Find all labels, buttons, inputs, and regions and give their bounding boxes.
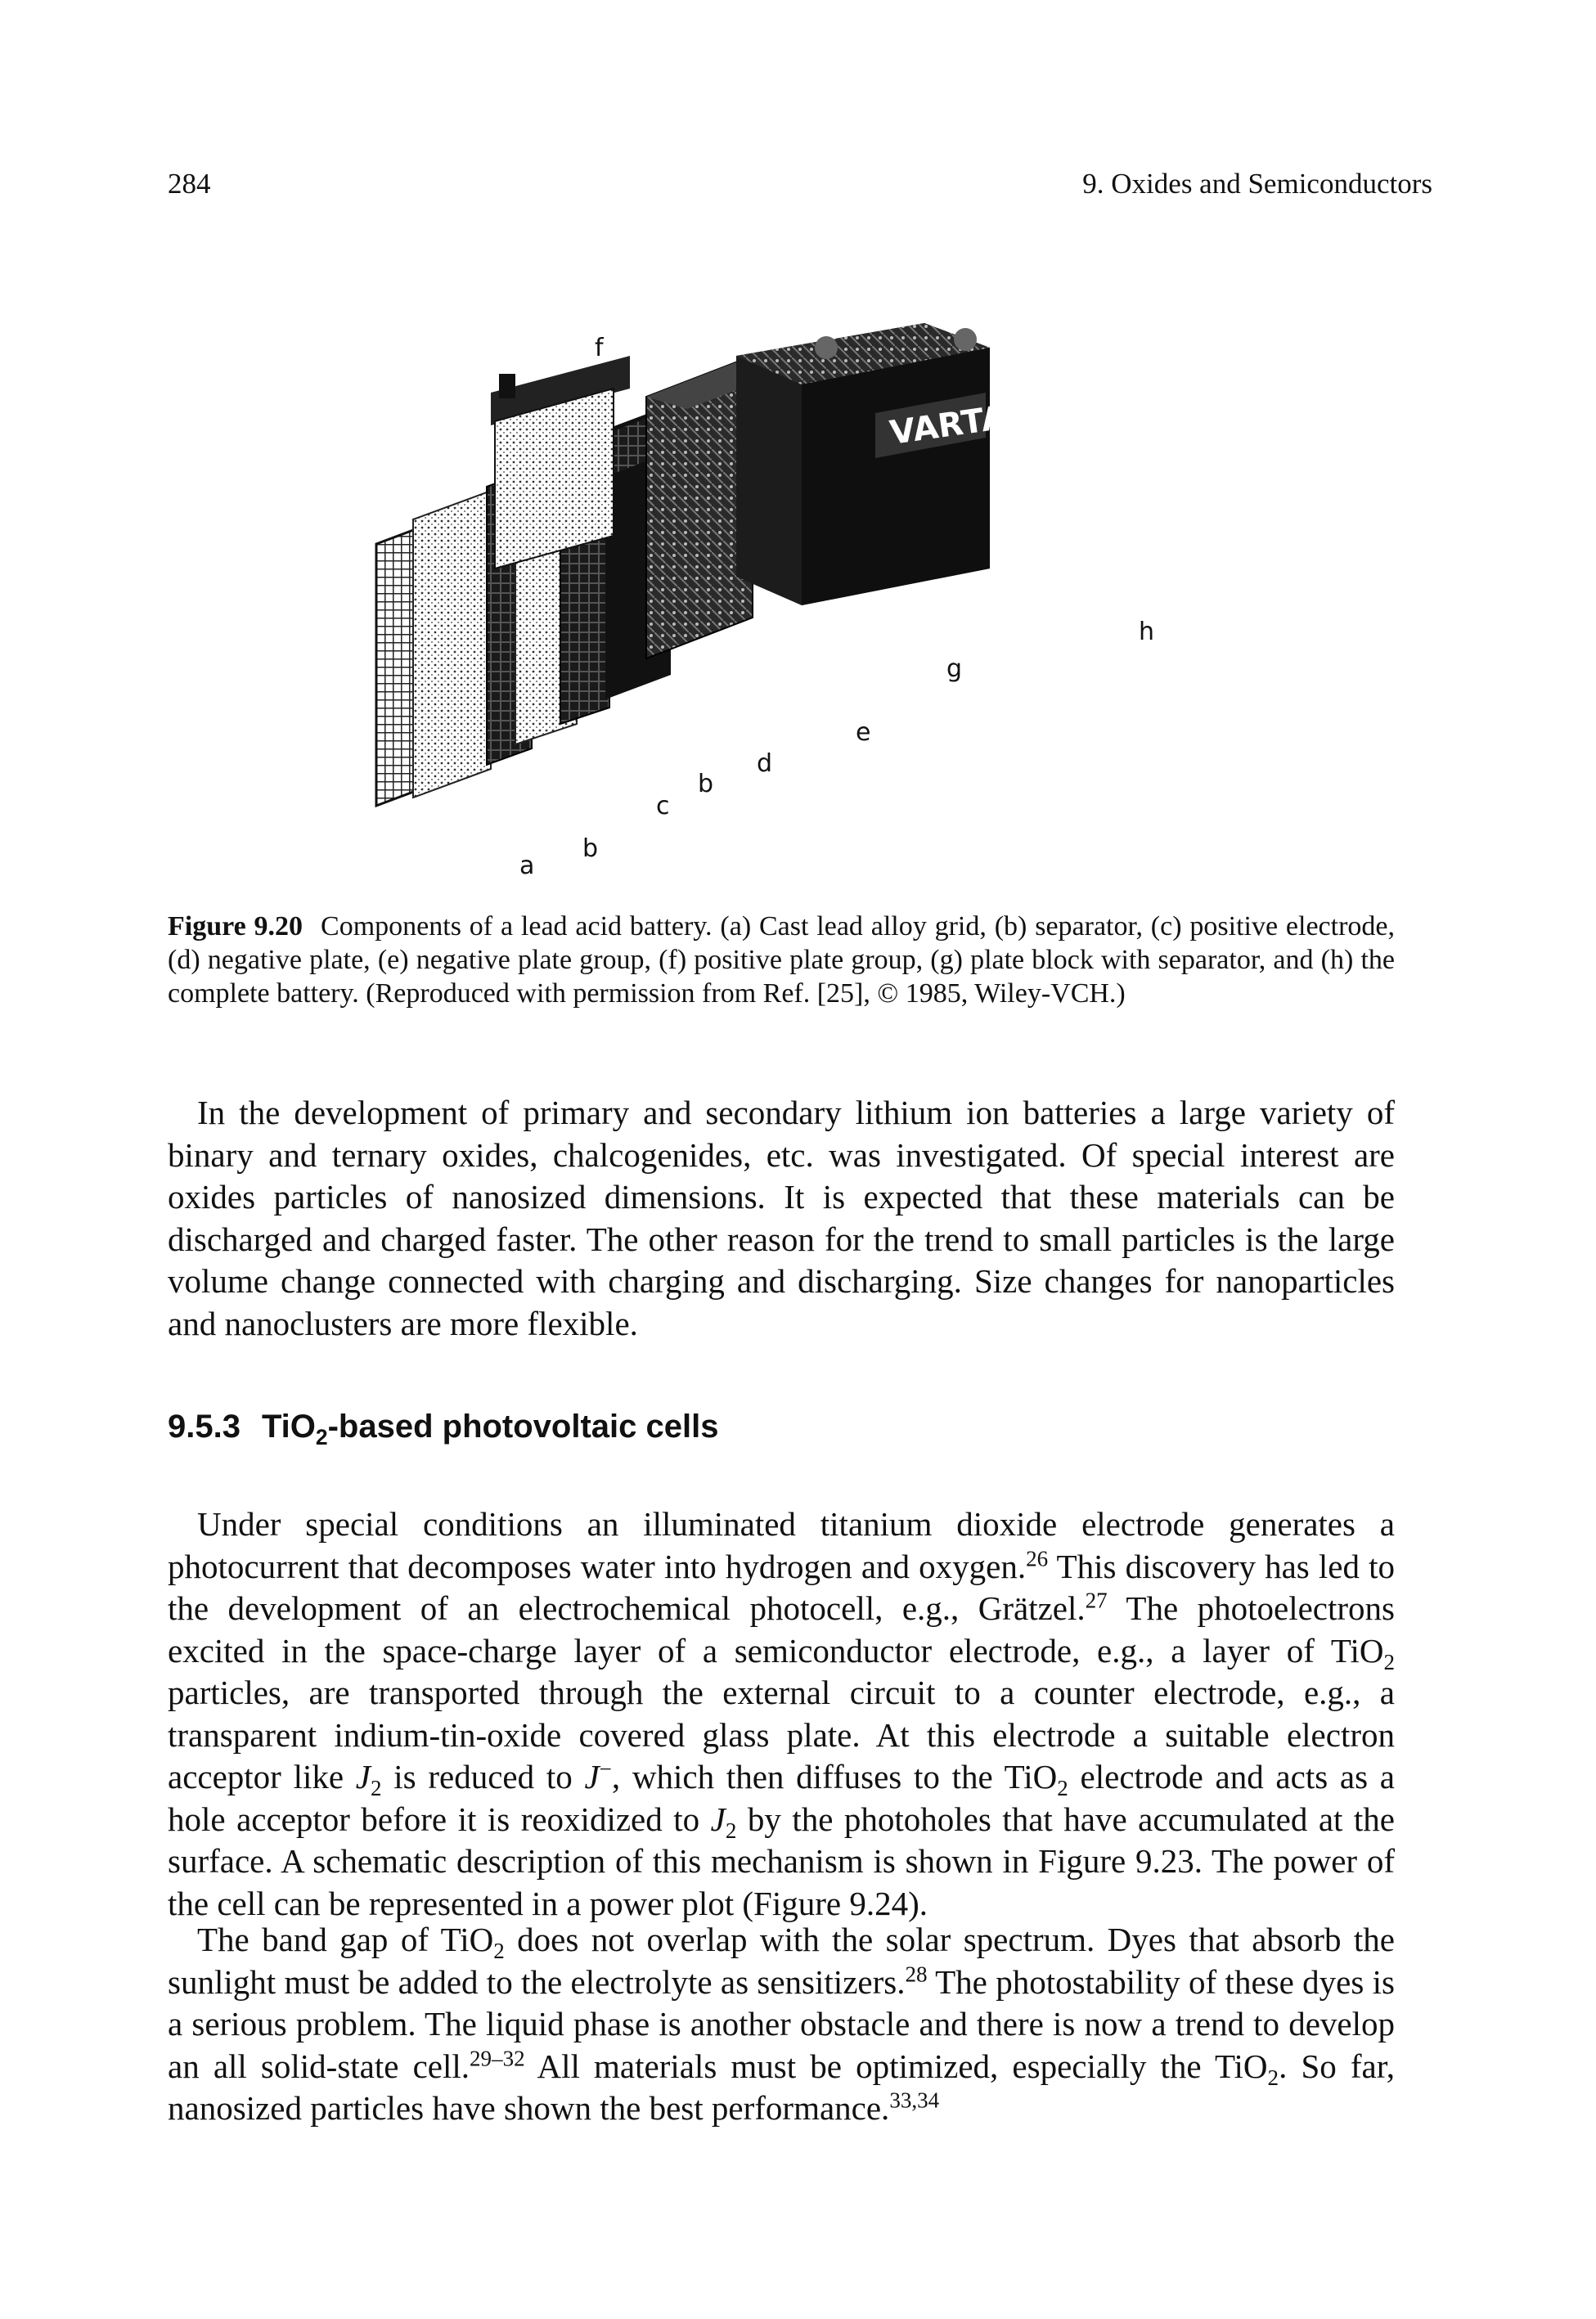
reference-27[interactable]: 27 (1085, 1588, 1108, 1613)
reference-26[interactable]: 26 (1026, 1545, 1049, 1571)
chapter-title: 9. Oxides and Semiconductors (1082, 168, 1432, 200)
section-heading: 9.5.3 TiO2-based photovoltaic cells (168, 1409, 719, 1449)
reference-29-32[interactable]: 29–32 (470, 2045, 525, 2070)
exploded-battery-illustration: VARTA f h g e d b c b a (375, 323, 1154, 880)
label-f: f (595, 334, 605, 362)
label-e: e (856, 718, 870, 747)
label-a: a (519, 852, 534, 880)
label-b-second: b (698, 770, 713, 798)
paragraph-1-text: In the development of primary and second… (168, 1094, 1395, 1342)
paragraph-2-text: Under special conditions an illuminated … (168, 1505, 1395, 1922)
paragraph-2: Under special conditions an illuminated … (168, 1503, 1395, 1925)
caption-text: Components of a lead acid battery. (a) C… (168, 911, 1395, 1009)
label-d: d (757, 749, 772, 778)
paragraph-3-text: The band gap of TiO2 does not overlap wi… (168, 1921, 1395, 2127)
page-number: 284 (168, 168, 211, 200)
caption-label: Figure 9.20 (168, 911, 303, 942)
paragraph-3: The band gap of TiO2 does not overlap wi… (168, 1919, 1395, 2130)
reference-28[interactable]: 28 (905, 1961, 928, 1986)
section-number: 9.5.3 (168, 1409, 241, 1445)
section-title: TiO2-based photovoltaic cells (261, 1409, 719, 1449)
label-h: h (1139, 618, 1154, 646)
positive-plate-group-part (491, 356, 630, 425)
label-c: c (656, 792, 670, 820)
reference-33-34[interactable]: 33,34 (889, 2088, 940, 2113)
separator-part (412, 489, 492, 799)
battery-figure: VARTA f h g e d b c b a (368, 323, 1194, 896)
paragraph-1: In the development of primary and second… (168, 1092, 1395, 1345)
label-g: g (946, 654, 962, 683)
label-b-first: b (582, 834, 598, 863)
